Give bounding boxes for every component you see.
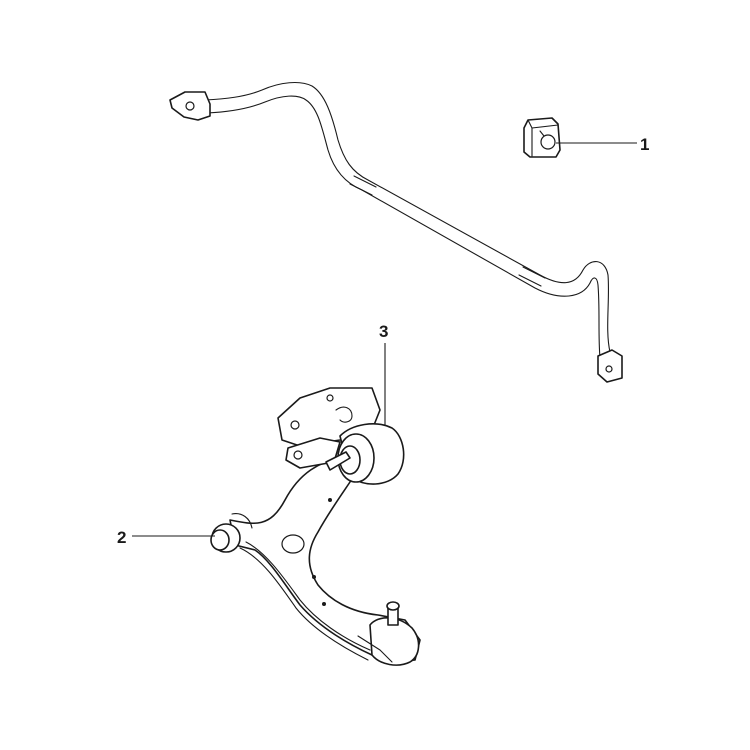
- stabilizer-bushing: [523, 117, 561, 158]
- bar-mount-hole-right: [605, 365, 613, 373]
- callout-label-3: 3: [379, 322, 388, 341]
- bar-mount-hole-left: [185, 101, 195, 111]
- arm-hole-large: [281, 534, 305, 554]
- callout-1: 1: [556, 135, 649, 154]
- lower-control-arm: [210, 457, 421, 666]
- stabilizer-bar: [169, 81, 623, 383]
- rear-bushing-bracket: [277, 387, 405, 485]
- callout-3: 3: [379, 322, 388, 425]
- ball-joint: [357, 601, 420, 666]
- callout-label-1: 1: [640, 135, 649, 154]
- callout-2: 2: [117, 528, 215, 547]
- callout-label-2: 2: [117, 528, 126, 547]
